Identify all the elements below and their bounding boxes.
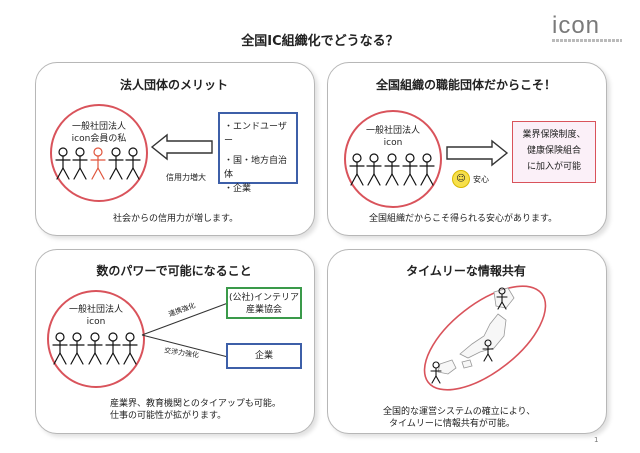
merit-people-icon (55, 147, 141, 180)
merit-arrow-label: 信用力増大 (166, 173, 206, 182)
power-association-box: (公社)インテリア 産業協会 (226, 287, 302, 319)
power-association-line: (公社)インテリア (228, 293, 300, 303)
national-benefit-line: 業界保険制度、 (522, 130, 586, 140)
merit-caption: 社会からの信用力が増します。 (113, 214, 239, 224)
national-smile-label: 安心 (473, 175, 489, 184)
page-title: 全国IC組織化でどうなる？ (241, 34, 399, 49)
panel-timely-title: タイムリーな情報共有 (406, 264, 526, 278)
panel-timely (327, 249, 607, 434)
power-people-icon (52, 332, 138, 365)
national-circle-line-2: icon (383, 138, 403, 148)
national-circle-line-1: 一般社団法人 (365, 126, 420, 136)
national-caption: 全国組織だからこそ得られる安心があります。 (369, 214, 558, 224)
panel-power-title: 数のパワーで可能になること (96, 264, 252, 278)
arrow-right-icon (446, 139, 509, 167)
merit-target-item: ・エンドユーザー (224, 122, 287, 146)
power-circle-line-2: icon (86, 317, 106, 327)
icon-logo: icon (552, 12, 601, 39)
panel-merit-title: 法人団体のメリット (119, 78, 228, 92)
arrow-left-icon (150, 133, 213, 161)
japan-map-network (423, 285, 547, 391)
national-benefit-box: 業界保険制度、 健康保険組合 に加入が可能 (512, 121, 596, 183)
timely-caption-line-2: タイムリーに情報共有が可能。 (389, 419, 515, 429)
power-company-box: 企業 (226, 343, 302, 369)
page-number: 1 (594, 436, 599, 444)
power-caption-line-1: 産業界、教育機関とのタイアップも可能。 (110, 399, 281, 409)
national-benefit-line: に加入が可能 (526, 162, 581, 172)
power-circle-line-1: 一般社団法人 (68, 305, 123, 315)
panel-national-title: 全国組織の職能団体だからこそ！ (375, 78, 556, 92)
power-association-line: 産業協会 (245, 305, 282, 315)
timely-caption-line-1: 全国的な運営システムの確立により、 (383, 407, 536, 417)
smiley-icon: ☺ (452, 170, 470, 188)
power-company-label: 企業 (254, 351, 273, 361)
power-caption-line-2: 仕事の可能性が拡がります。 (110, 411, 227, 421)
merit-target-item: ・企業 (224, 184, 252, 194)
national-benefit-line: 健康保険組合 (526, 146, 581, 156)
merit-targets-box: ・エンドユーザー ・国・地方自治体 ・企業 (218, 112, 298, 194)
national-people-icon (349, 153, 435, 186)
merit-circle-line-1: 一般社団法人 (71, 122, 126, 132)
logo-tagline-mark (552, 39, 622, 42)
power-connector-lines (141, 302, 229, 358)
merit-target-item: ・国・地方自治体 (224, 156, 288, 180)
merit-circle-line-2: icon会員の私 (71, 134, 127, 144)
